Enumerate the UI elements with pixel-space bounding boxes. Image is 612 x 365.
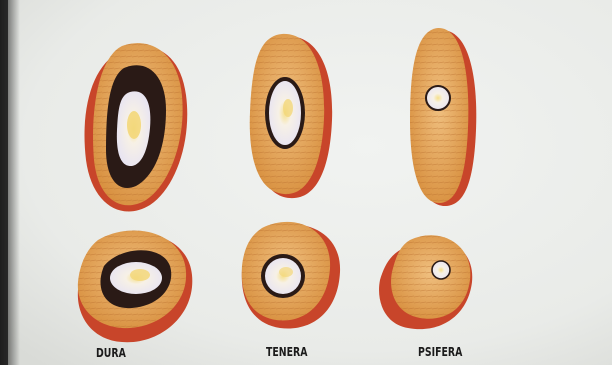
label-tenera: TENERA <box>266 345 307 359</box>
psifera-mesocarp-fibers <box>410 28 468 203</box>
binding-edge <box>0 0 8 365</box>
dura-embryo <box>127 111 141 139</box>
tenera-cross-embryo <box>279 267 293 277</box>
label-dura: DURA <box>96 346 126 360</box>
psifera-longitudinal-section <box>410 28 476 206</box>
psifera-cross-kernel <box>432 261 450 279</box>
label-psifera: PSIFERA <box>418 345 462 359</box>
dura-cross-embryo <box>130 269 150 281</box>
tenera-longitudinal-section <box>250 34 332 198</box>
psifera-cross-mesocarp-fibers <box>391 235 470 318</box>
psifera-kernel <box>426 86 450 110</box>
tenera-embryo <box>283 99 293 117</box>
